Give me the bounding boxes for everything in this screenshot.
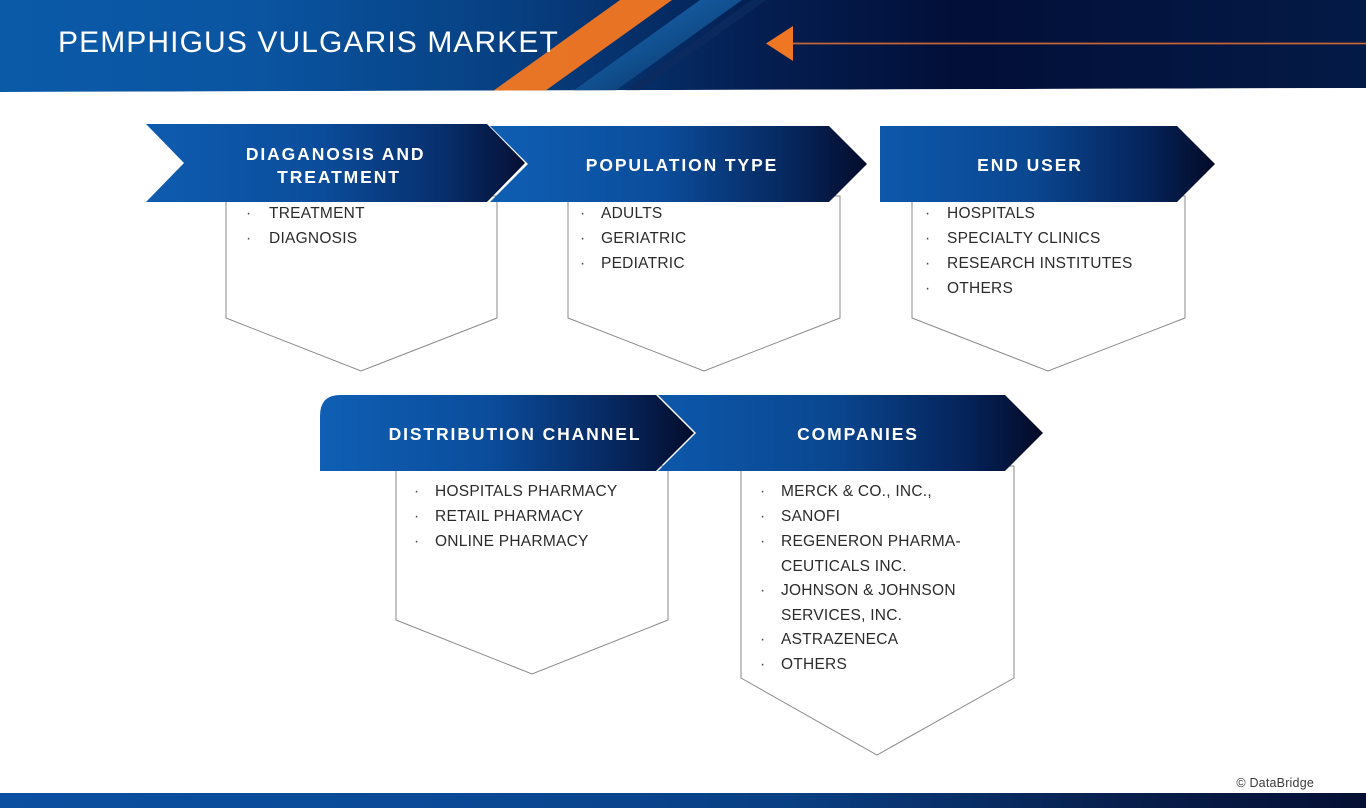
card-outline: [740, 465, 1015, 756]
bullet-marker: ·: [246, 205, 251, 222]
bullet-marker: ·: [580, 205, 585, 222]
card-diagnosis-and-treatment: [225, 195, 498, 372]
list-item: · OTHERS: [925, 280, 1013, 297]
card-outline: [225, 195, 498, 372]
banner-label: DISTRIBUTION CHANNEL: [389, 424, 642, 444]
bullet-marker: ·: [925, 280, 930, 297]
banner-label: END USER: [977, 155, 1083, 175]
list-item: · MERCK & CO., INC.,: [760, 483, 932, 500]
list-item: · HOSPITALS: [925, 205, 1035, 222]
left-arrow-icon: [766, 26, 793, 61]
page-title: PEMPHIGUS VULGARIS MARKET: [58, 26, 559, 59]
banner-shape: [146, 124, 525, 202]
list-item-label: GERIATRIC: [601, 230, 687, 247]
footer-bar: [0, 793, 1366, 808]
banner-diagnosis-and-treatment[interactable]: DIAGANOSIS AND TREATMENT: [146, 124, 525, 202]
list-item-label: SPECIALTY CLINICS: [947, 230, 1101, 247]
list-item: · GERIATRIC: [580, 230, 687, 247]
bullet-marker: ·: [760, 631, 765, 648]
list-item-label: PEDIATRIC: [601, 255, 685, 272]
list-population-type: · ADULTS · GERIATRIC · PEDIATRIC: [580, 205, 687, 272]
banner-population-type[interactable]: POPULATION TYPE: [490, 126, 867, 202]
orange-diagonal-stripe: [486, 0, 672, 92]
list-item-label-cont: CEUTICALS INC.: [781, 558, 907, 575]
bullet-marker: ·: [580, 230, 585, 247]
banner-shape: [320, 395, 694, 471]
page-header: PEMPHIGUS VULGARIS MARKET: [0, 0, 1366, 96]
bullet-marker: ·: [925, 230, 930, 247]
list-item-label: OTHERS: [781, 656, 847, 673]
bullet-marker: ·: [580, 255, 585, 272]
card-companies: [740, 465, 1015, 756]
list-distribution-channel: · HOSPITALS PHARMACY · RETAIL PHARMACY ·…: [414, 483, 618, 550]
list-item: · RESEARCH INSTITUTES: [925, 255, 1133, 272]
list-item-label: REGENERON PHARMA-: [781, 533, 961, 550]
banner-end-user[interactable]: END USER: [880, 126, 1215, 202]
banner-companies[interactable]: COMPANIES: [658, 395, 1043, 471]
blue-diagonal-stripe: [566, 0, 742, 92]
list-item: · OTHERS: [760, 656, 847, 673]
list-item-label: MERCK & CO., INC.,: [781, 483, 932, 500]
header-background: [0, 0, 1366, 92]
banner-label: COMPANIES: [797, 424, 919, 444]
bullet-marker: ·: [760, 533, 765, 550]
card-distribution-channel: [395, 465, 669, 675]
card-outline: [911, 195, 1186, 372]
card-population-type: [567, 195, 841, 372]
bullet-marker: ·: [414, 483, 419, 500]
list-item: · SPECIALTY CLINICS: [925, 230, 1101, 247]
list-item-label: TREATMENT: [269, 205, 365, 222]
list-item-label: OTHERS: [947, 280, 1013, 297]
list-item: · JOHNSON & JOHNSON SERVICES, INC.: [760, 582, 956, 624]
banner-label: POPULATION TYPE: [586, 155, 779, 175]
list-item: · ASTRAZENECA: [760, 631, 899, 648]
list-item: · HOSPITALS PHARMACY: [414, 483, 618, 500]
bullet-marker: ·: [246, 230, 251, 247]
list-end-user: · HOSPITALS · SPECIALTY CLINICS · RESEAR…: [925, 205, 1133, 297]
list-item-label: DIAGNOSIS: [269, 230, 357, 247]
list-item: · TREATMENT: [246, 205, 365, 222]
list-item-label: SANOFI: [781, 508, 840, 525]
banner-distribution-channel[interactable]: DISTRIBUTION CHANNEL: [320, 395, 694, 471]
bullet-marker: ·: [760, 483, 765, 500]
bullet-marker: ·: [414, 533, 419, 550]
list-companies: · MERCK & CO., INC., · SANOFI · REGENERO…: [760, 483, 961, 673]
bullet-marker: ·: [760, 656, 765, 673]
bullet-marker: ·: [760, 582, 765, 599]
navy-diagonal-stripe: [618, 0, 766, 92]
card-outline: [395, 465, 669, 675]
list-item-label-cont: SERVICES, INC.: [781, 607, 902, 624]
list-item-label: RETAIL PHARMACY: [435, 508, 583, 525]
list-diagnosis-and-treatment: · TREATMENT · DIAGNOSIS: [246, 205, 365, 247]
list-item-label: RESEARCH INSTITUTES: [947, 255, 1133, 272]
card-end-user: [911, 195, 1186, 372]
banner-label: DIAGANOSIS AND TREATMENT: [246, 144, 432, 187]
list-item: · ADULTS: [580, 205, 663, 222]
banner-shape: [658, 395, 1043, 471]
bullet-marker: ·: [414, 508, 419, 525]
bullet-marker: ·: [925, 205, 930, 222]
list-item: · SANOFI: [760, 508, 840, 525]
list-item: · REGENERON PHARMA- CEUTICALS INC.: [760, 533, 961, 575]
banner-shape: [880, 126, 1215, 202]
list-item: · DIAGNOSIS: [246, 230, 357, 247]
list-item: · RETAIL PHARMACY: [414, 508, 583, 525]
bullet-marker: ·: [925, 255, 930, 272]
list-item-label: HOSPITALS PHARMACY: [435, 483, 618, 500]
list-item-label: ADULTS: [601, 205, 663, 222]
copyright-label: © DataBridge: [1236, 776, 1314, 790]
list-item-label: JOHNSON & JOHNSON: [781, 582, 956, 599]
list-item-label: ONLINE PHARMACY: [435, 533, 589, 550]
list-item: · PEDIATRIC: [580, 255, 685, 272]
card-outline: [567, 195, 841, 372]
list-item-label: HOSPITALS: [947, 205, 1035, 222]
list-item: · ONLINE PHARMACY: [414, 533, 589, 550]
bullet-marker: ·: [760, 508, 765, 525]
banner-shape: [490, 126, 867, 202]
header-gradient: [0, 0, 1366, 92]
list-item-label: ASTRAZENECA: [781, 631, 899, 648]
